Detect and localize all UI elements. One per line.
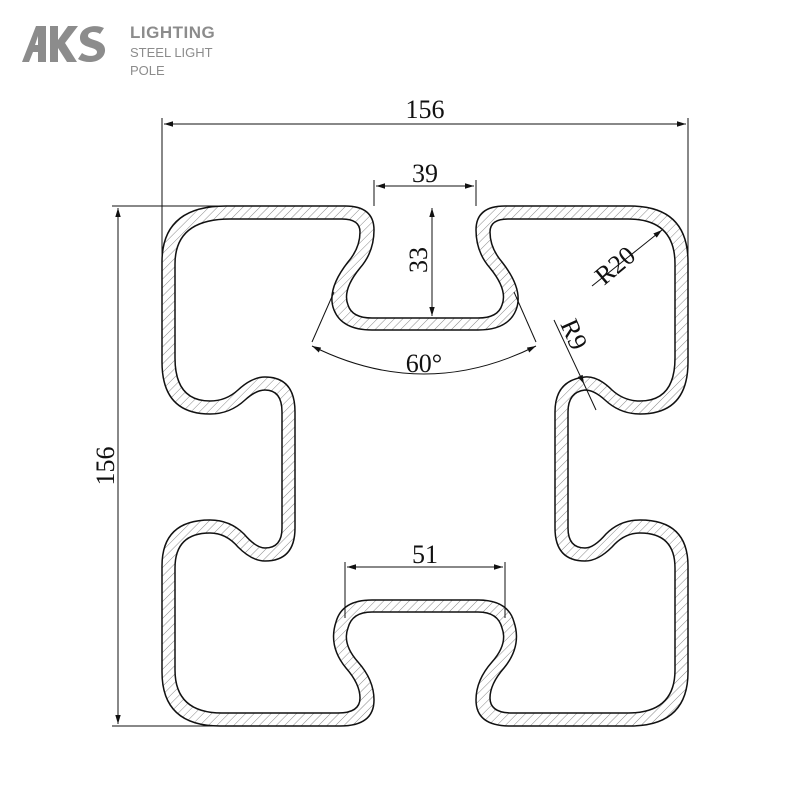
- profile-section: [161, 205, 689, 727]
- brand-logo: LIGHTING STEEL LIGHT POLE: [22, 22, 242, 78]
- slot-depth-label: 33: [404, 247, 433, 273]
- width-label: 156: [406, 95, 445, 124]
- brand-text: LIGHTING STEEL LIGHT POLE: [130, 22, 242, 80]
- bottom-slot-dimension: 51: [344, 540, 506, 618]
- width-dimension: 156: [161, 95, 689, 272]
- slot-depth-dimension: 33: [404, 208, 435, 316]
- outer-radius-label: R20: [589, 241, 641, 291]
- slot-width-dimension: 39: [373, 159, 477, 206]
- angle-dimension: 60°: [311, 291, 537, 378]
- bottom-slot-label: 51: [412, 540, 438, 569]
- height-dimension: 156: [91, 205, 240, 727]
- brand-line2: STEEL LIGHT POLE: [130, 45, 213, 78]
- height-label: 156: [91, 447, 120, 486]
- outer-radius-dimension: R20: [589, 229, 663, 291]
- aks-logo-icon: [22, 26, 106, 63]
- slot-width-label: 39: [412, 159, 438, 188]
- brand-line1: LIGHTING: [130, 23, 216, 42]
- inner-radius-label: R9: [555, 315, 594, 355]
- angle-label: 60°: [406, 349, 442, 378]
